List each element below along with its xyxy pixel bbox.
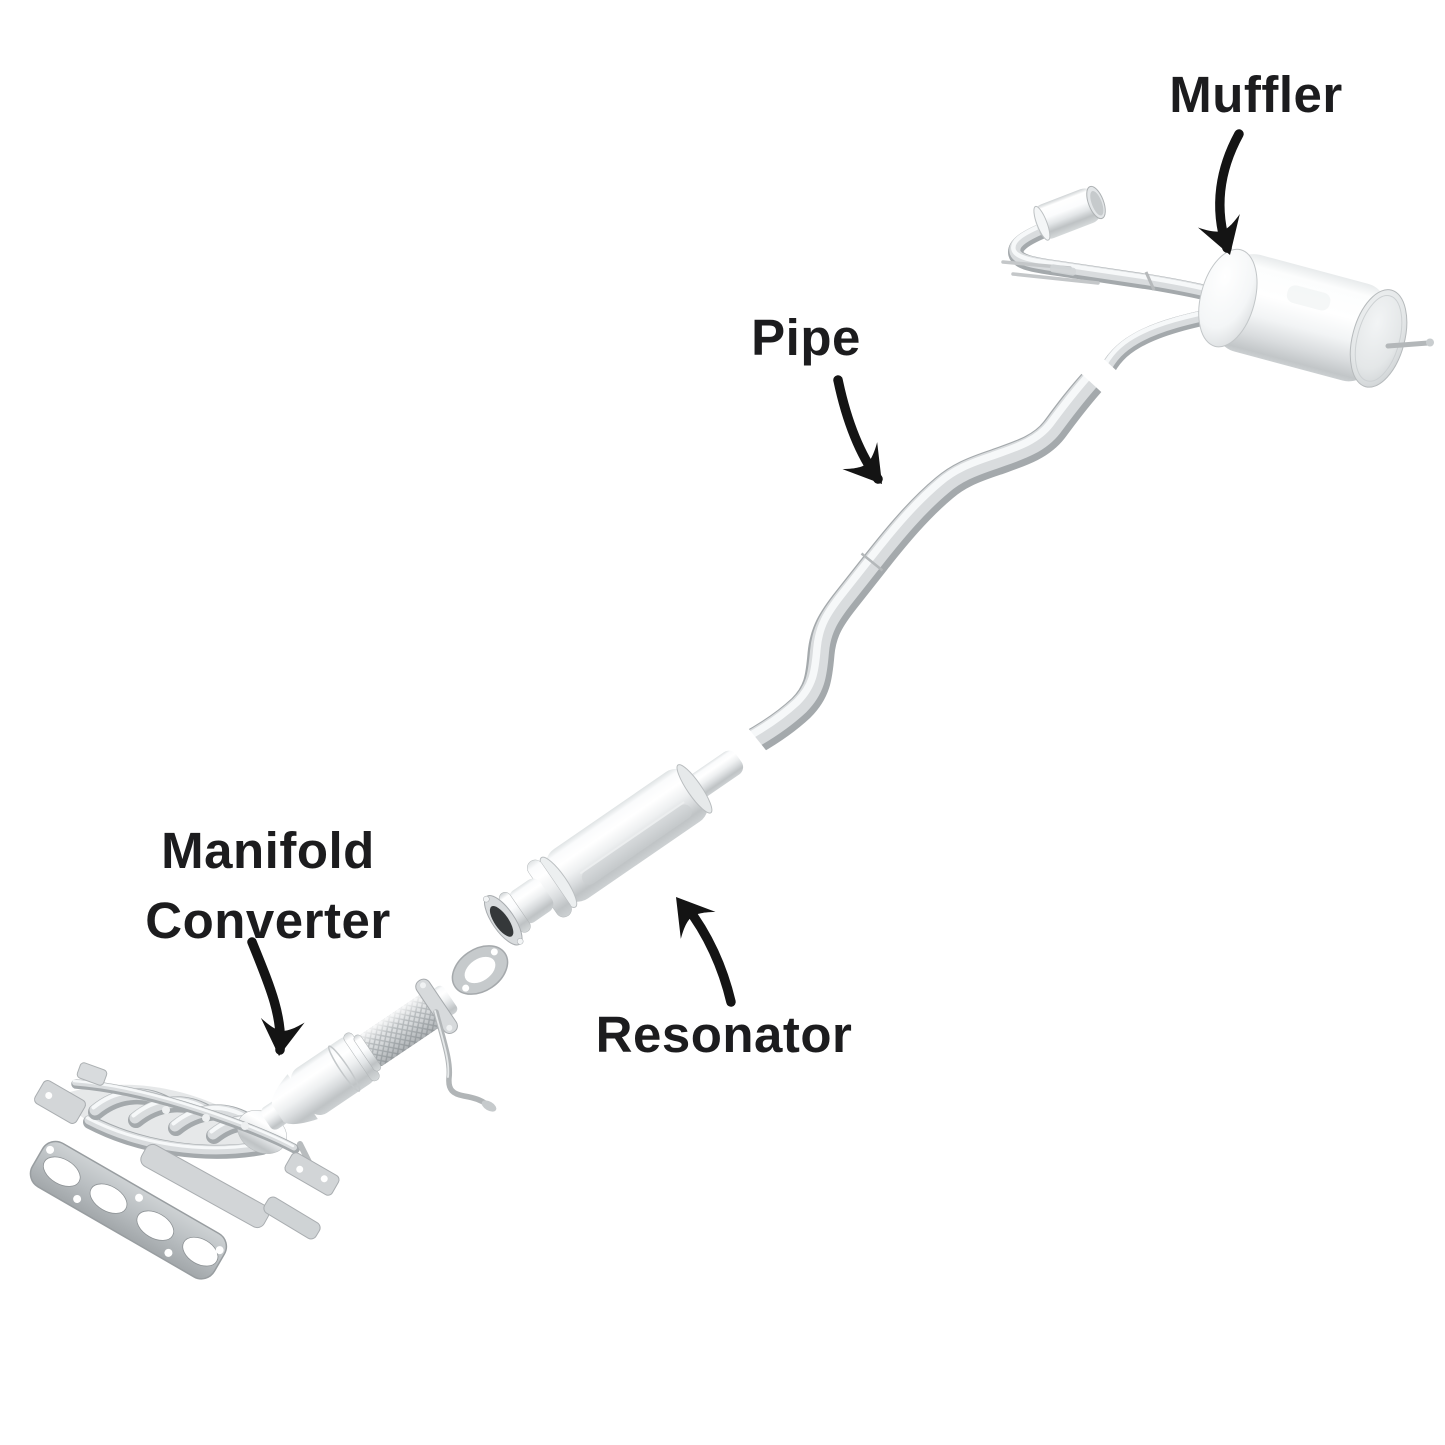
muffler-front-face — [1198, 248, 1258, 348]
resonator-emboss-band — [581, 804, 693, 885]
resonator-end-rim — [676, 764, 713, 814]
pipe-gap-lower — [726, 726, 769, 770]
pipe-arrow-icon — [833, 375, 900, 498]
manifold-stud — [241, 1122, 249, 1130]
pipe-joint-seam — [860, 552, 884, 572]
gasket-bolt-hole — [164, 1248, 173, 1257]
converter-seam-ring — [327, 1045, 361, 1092]
muffler-emboss — [1286, 285, 1331, 311]
gasket-bolt-hole — [462, 984, 470, 992]
resonator-emboss-highlight — [579, 801, 685, 875]
tailpipe-bracket — [1049, 264, 1077, 276]
manifold-bottom-flange — [263, 1196, 321, 1240]
gasket-port-hole — [42, 1156, 81, 1187]
main-exhaust-pipe — [744, 374, 1094, 745]
gasket-bolt-hole — [490, 948, 498, 956]
manifold-flange-tab — [76, 1062, 108, 1086]
converter-cone — [271, 1074, 318, 1125]
manifold-stud — [162, 1106, 170, 1114]
tailpipe-hanger-rod — [1011, 272, 1100, 285]
catalytic-converter-assembly — [261, 978, 458, 1130]
label-pipe: Pipe — [751, 309, 861, 366]
flex-end-ring — [353, 1034, 382, 1072]
gasket-center-hole — [464, 956, 496, 984]
gasket-bolt-hole — [73, 1195, 82, 1204]
flex-flange-plate — [415, 978, 458, 1034]
muffler-shell — [1216, 254, 1387, 382]
gasket-bolt-hole — [135, 1193, 144, 1202]
muffler-hanger-pin-tip — [1426, 338, 1434, 347]
label-manifold-converter: Manifold Converter — [145, 816, 390, 956]
converter-bracket — [284, 1152, 340, 1196]
manifold-stud — [202, 1114, 210, 1122]
manifold-converter-arrow-icon — [247, 937, 305, 1059]
tailpipe-clamp — [1144, 271, 1156, 291]
manifold-flange-tab — [34, 1080, 86, 1124]
muffler-body — [1198, 248, 1408, 388]
flange-bolt-hole — [420, 982, 427, 989]
label-resonator: Resonator — [595, 1006, 853, 1063]
resonator-outlet-neck — [688, 750, 744, 798]
hanger-rod-paddle — [481, 1100, 497, 1112]
tailpipe-tip — [1033, 185, 1106, 241]
converter-body — [290, 1036, 376, 1116]
label-manifold-line2: Converter — [145, 892, 391, 949]
flange-bolt-ear — [516, 938, 524, 945]
gasket-port-hole — [182, 1236, 219, 1267]
gasket-port-hole — [89, 1183, 128, 1214]
resonator-arrow-icon — [658, 883, 736, 1007]
tip-opening-shadow — [1090, 190, 1104, 216]
flange-stub — [433, 985, 458, 1016]
resonator — [483, 750, 744, 946]
tip-weld-ring — [1033, 205, 1051, 241]
gasket-port-hole — [136, 1210, 175, 1241]
label-manifold-line1: Manifold — [161, 822, 375, 879]
gasket-bolt-hole — [46, 1145, 55, 1154]
gasket-bolt-hole — [215, 1246, 224, 1255]
flange-bolt-ear — [483, 895, 490, 903]
flange-bolt-hole — [446, 1024, 453, 1031]
muffler-arrow-icon — [1197, 129, 1251, 262]
pipe-gap-upper — [1081, 354, 1123, 396]
flange-gasket — [451, 945, 509, 995]
converter-hanger-rod — [433, 1009, 497, 1112]
tip-body — [1033, 188, 1101, 239]
manifold-bottom-flange — [140, 1143, 270, 1229]
muffler-hanger-pin — [1385, 340, 1431, 349]
flex-pipe-shading — [359, 990, 448, 1067]
label-muffler: Muffler — [1169, 66, 1343, 123]
resonator-inlet-opening — [489, 906, 514, 937]
manifold-gasket — [29, 1140, 228, 1280]
